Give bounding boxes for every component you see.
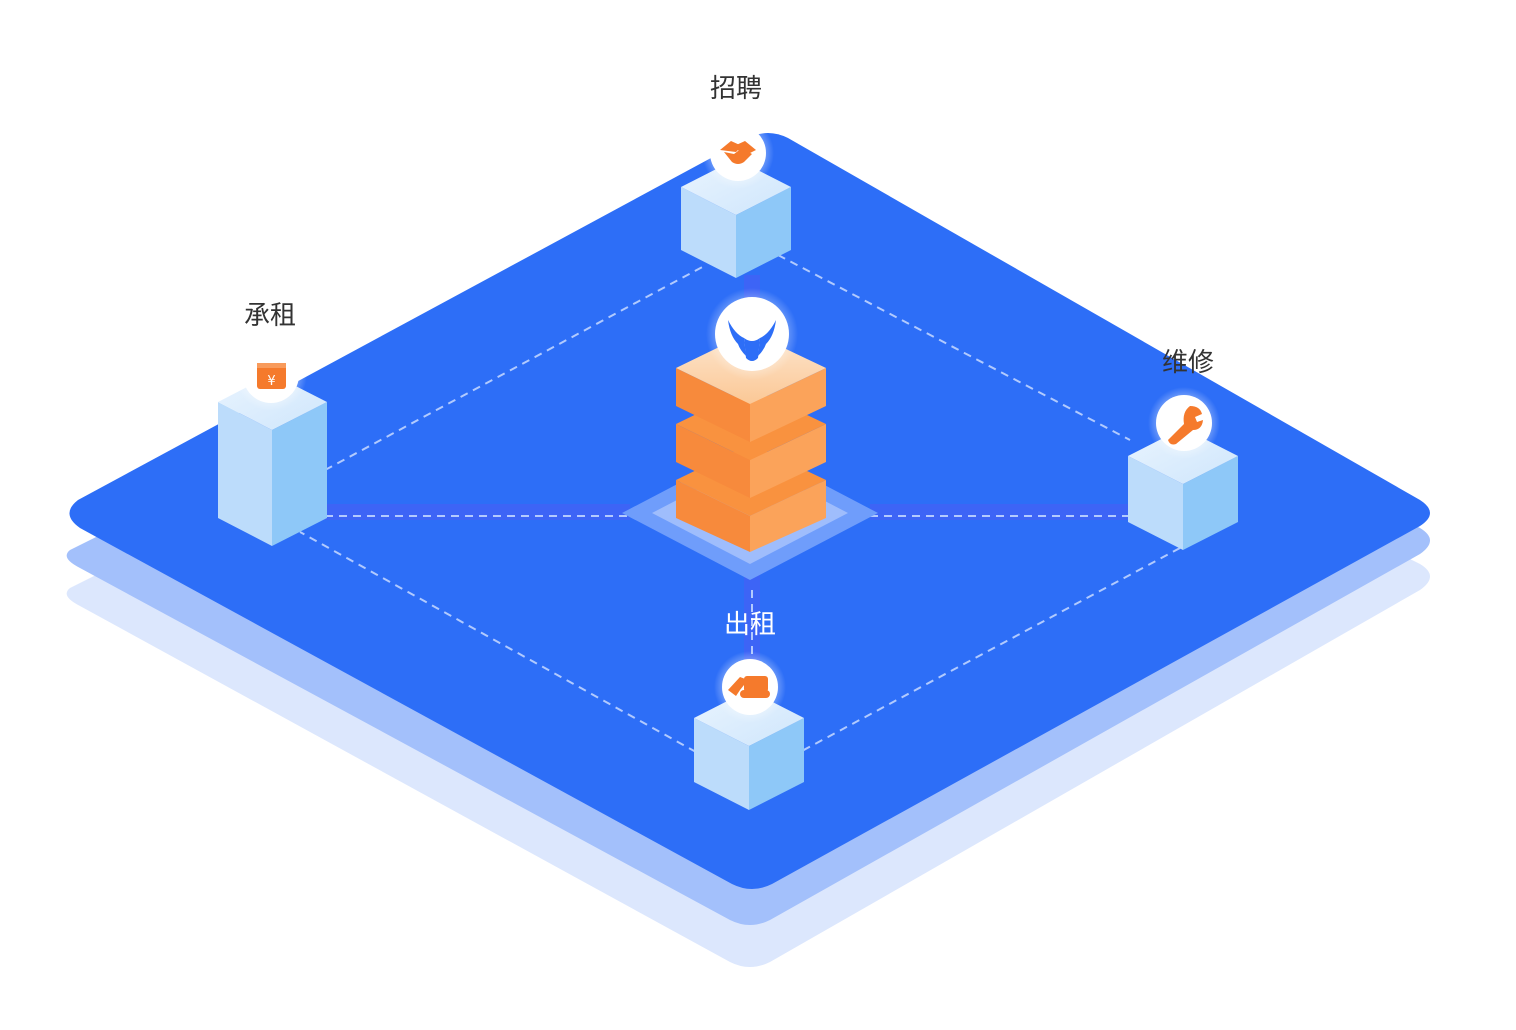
handshake-icon (720, 141, 756, 164)
dashed-network (299, 254, 1181, 753)
node-top: 招聘 (681, 74, 791, 278)
yen-bag-icon: ¥ (257, 363, 286, 389)
center-logo-badge (706, 288, 798, 380)
node-left: ¥ 承租 (218, 301, 327, 546)
node-left-label: 承租 (244, 301, 296, 331)
node-top-label: 招聘 (710, 74, 762, 104)
node-right: 维修 (1128, 348, 1238, 550)
node-right-label: 维修 (1162, 348, 1214, 378)
svg-text:¥: ¥ (267, 374, 275, 389)
bull-logo-icon (728, 320, 776, 361)
node-bottom: 出租 (694, 610, 804, 810)
excavator-icon (728, 676, 770, 698)
node-bottom-label: 出租 (724, 610, 776, 640)
wrench-icon (1168, 406, 1203, 445)
